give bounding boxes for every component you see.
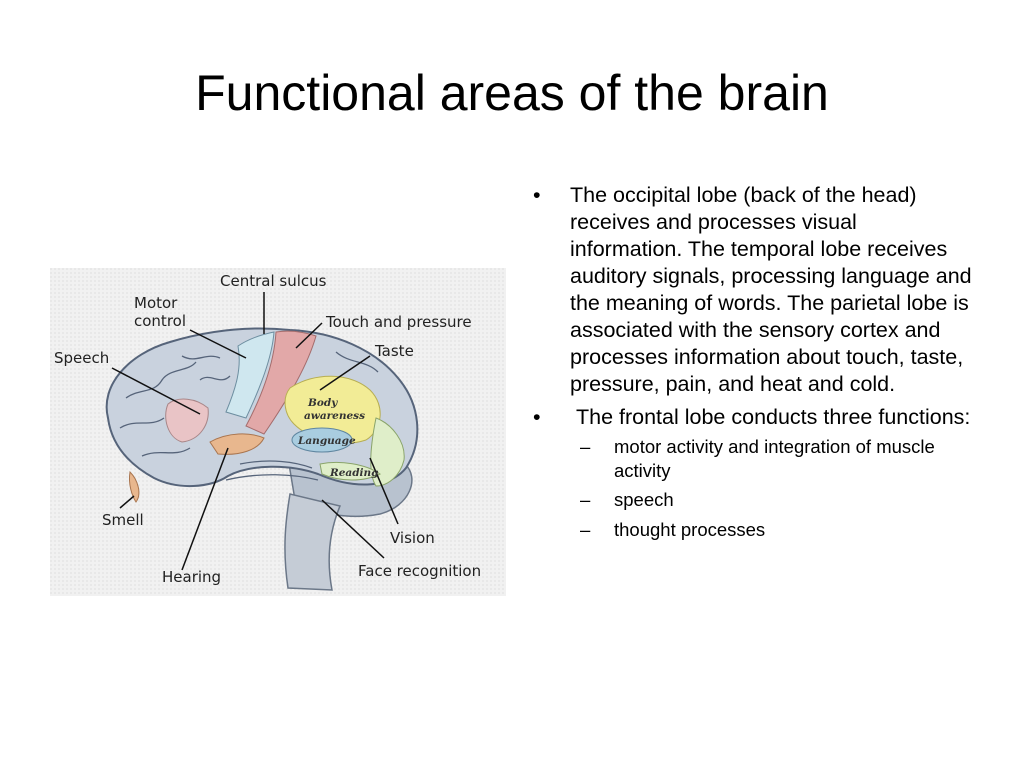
label-hearing: Hearing	[162, 568, 221, 586]
body-awareness-area	[284, 375, 381, 444]
sub-bullet-text: motor activity and integration of muscle…	[614, 436, 935, 481]
slide-title: Functional areas of the brain	[195, 65, 829, 121]
label-face-recognition: Face recognition	[358, 562, 481, 580]
label-central-sulcus: Central sulcus	[220, 272, 327, 290]
speech-area	[165, 398, 209, 443]
bullet-frontal: • The frontal lobe conducts three functi…	[533, 404, 973, 541]
smell-area	[129, 470, 140, 503]
label-vision: Vision	[390, 529, 435, 547]
bullet-dot-icon: •	[533, 183, 541, 207]
sub-bullet-motor: – motor activity and integration of musc…	[570, 435, 973, 482]
bullet-text: The occipital lobe (back of the head) re…	[570, 183, 972, 396]
brain-illustration: Central sulcus Motor control Touch and p…	[50, 268, 506, 596]
brainstem	[284, 493, 342, 591]
label-taste: Taste	[374, 342, 414, 360]
language-area	[291, 427, 353, 453]
label-awareness: awareness	[304, 410, 365, 422]
dash-icon: –	[580, 518, 591, 540]
brain-folds	[119, 351, 379, 481]
vision-area	[370, 417, 405, 487]
label-language: Language	[297, 435, 356, 447]
bullet-dot-icon: •	[533, 405, 541, 429]
label-body: Body	[307, 397, 338, 409]
slide-content: • The occipital lobe (back of the head) …	[533, 182, 973, 547]
sub-bullet-text: speech	[614, 489, 674, 510]
brain-diagram: Central sulcus Motor control Touch and p…	[50, 268, 506, 596]
label-smell: Smell	[102, 511, 144, 529]
label-speech: Speech	[54, 349, 109, 367]
dash-icon: –	[580, 489, 591, 510]
sub-bullet-speech: – speech	[570, 488, 973, 512]
motor-area	[225, 331, 275, 419]
leader-lines	[111, 292, 399, 571]
hearing-area	[209, 433, 265, 455]
bullet-list: • The occipital lobe (back of the head) …	[533, 182, 973, 541]
bullet-occipital: • The occipital lobe (back of the head) …	[533, 182, 973, 398]
label-reading: Reading	[329, 467, 379, 479]
sub-bullet-list: – motor activity and integration of musc…	[570, 435, 973, 541]
sub-bullet-text: thought processes	[614, 518, 766, 540]
sub-bullet-thought: – thought processes	[570, 518, 973, 542]
label-control: control	[134, 312, 186, 330]
reading-area	[319, 461, 381, 481]
label-motor: Motor	[134, 294, 178, 312]
dash-icon: –	[580, 436, 591, 457]
label-touch: Touch and pressure	[325, 313, 472, 331]
bullet-text: The frontal lobe conducts three function…	[570, 405, 971, 429]
